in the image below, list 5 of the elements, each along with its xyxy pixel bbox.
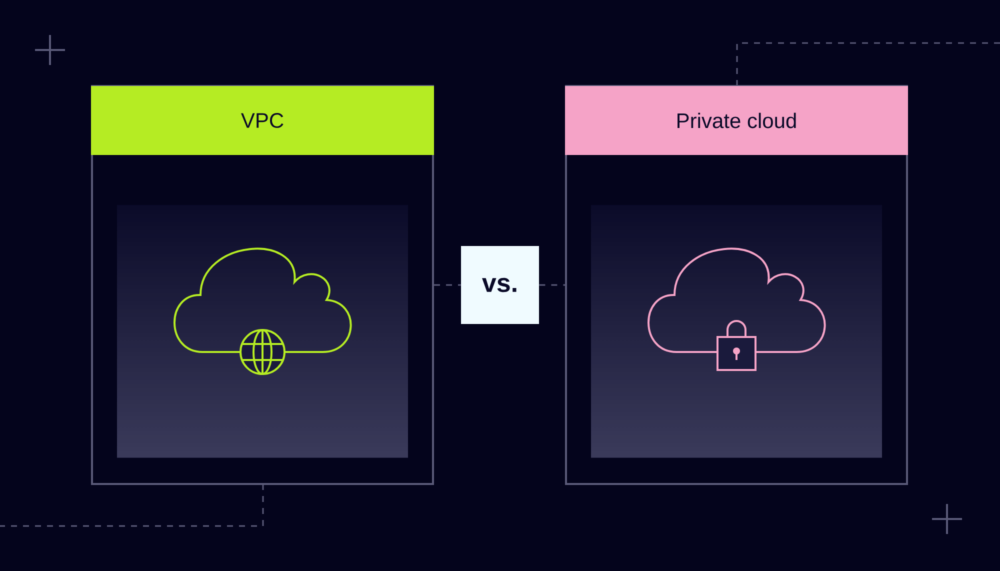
vs-box: vs.	[461, 246, 539, 324]
dashed-connector	[539, 284, 565, 286]
header-bar: Private cloud	[565, 86, 908, 155]
header-bar: VPC	[91, 86, 434, 155]
dashed-connector	[434, 284, 461, 286]
